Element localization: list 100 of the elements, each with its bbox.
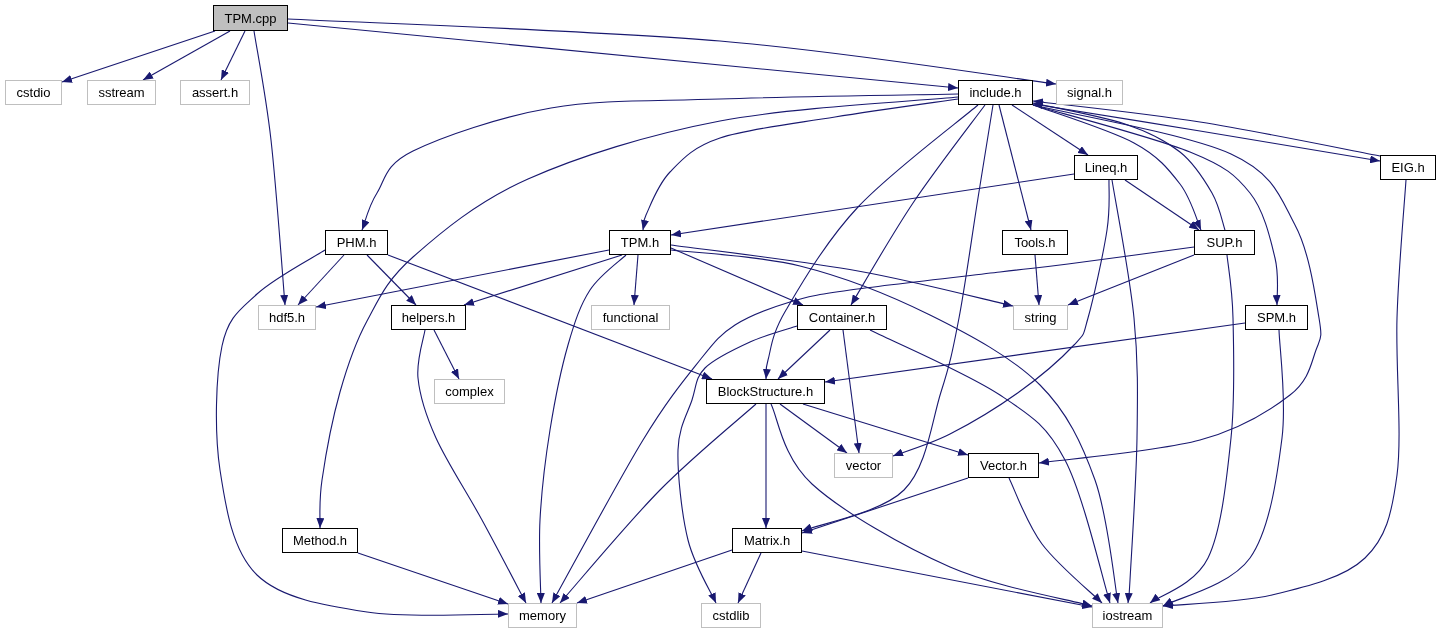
arrow bbox=[670, 173, 1075, 238]
file-name: TPM.h bbox=[620, 235, 660, 250]
file-name: SPM.h bbox=[1257, 310, 1296, 325]
arrow bbox=[762, 104, 979, 380]
system-header-box bbox=[87, 80, 156, 105]
arrow bbox=[551, 246, 1195, 604]
file-name: Tools.h bbox=[1014, 235, 1056, 250]
arrow bbox=[559, 403, 757, 604]
arrow bbox=[770, 403, 1093, 608]
arrow bbox=[1034, 254, 1043, 306]
file-name: BlockStructure.h bbox=[717, 384, 814, 399]
arrow bbox=[824, 322, 1246, 385]
file-name: Method.h bbox=[292, 533, 348, 548]
arrow bbox=[842, 329, 862, 454]
file-name: TPM.cpp bbox=[224, 10, 277, 26]
arrow bbox=[762, 403, 770, 529]
header-file-box bbox=[1380, 155, 1436, 180]
arrow bbox=[357, 552, 509, 605]
system-header-box bbox=[1092, 603, 1163, 628]
header-file-box bbox=[1194, 230, 1255, 255]
file-name: memory bbox=[519, 608, 566, 623]
file-name: sstream bbox=[98, 85, 145, 100]
file-name: PHM.h bbox=[336, 235, 377, 250]
arrow bbox=[677, 325, 798, 604]
arrow bbox=[315, 249, 610, 309]
arrow bbox=[670, 247, 804, 306]
header-file-box bbox=[958, 80, 1033, 105]
system-header-box bbox=[258, 305, 316, 330]
arrow bbox=[670, 249, 1121, 604]
arrow bbox=[1032, 104, 1322, 466]
arrow bbox=[366, 254, 417, 306]
header-file-box bbox=[797, 305, 887, 330]
arrow bbox=[1032, 103, 1381, 164]
arrow bbox=[1032, 98, 1381, 157]
header-file-box bbox=[391, 305, 466, 330]
file-name: Lineq.h bbox=[1084, 160, 1128, 175]
arrow bbox=[801, 104, 994, 532]
file-name: include.h bbox=[969, 85, 1022, 100]
header-file-box bbox=[732, 528, 802, 553]
system-header-box bbox=[508, 603, 577, 628]
file-name: Vector.h bbox=[980, 458, 1027, 473]
arrow bbox=[998, 104, 1033, 231]
arrow bbox=[802, 403, 969, 456]
file-name: EIG.h bbox=[1391, 160, 1425, 175]
arrow bbox=[220, 30, 246, 81]
arrow bbox=[779, 403, 848, 454]
file-name: hdf5.h bbox=[268, 310, 306, 325]
file-name: string bbox=[1024, 310, 1057, 325]
arrow bbox=[630, 254, 639, 306]
header-file-box bbox=[282, 528, 358, 553]
arrow bbox=[850, 104, 986, 306]
arrow bbox=[801, 477, 969, 534]
file-name: SUP.h bbox=[1206, 235, 1243, 250]
file-name: complex bbox=[445, 384, 494, 399]
arrow bbox=[316, 96, 959, 529]
file-name: signal.h bbox=[1067, 85, 1112, 100]
arrow bbox=[1162, 179, 1407, 610]
system-header-box bbox=[591, 305, 670, 330]
arrow bbox=[61, 30, 216, 83]
arrow bbox=[253, 30, 289, 306]
arrow bbox=[297, 254, 345, 306]
header-file-box bbox=[1074, 155, 1138, 180]
header-file-box bbox=[1245, 305, 1308, 330]
arrow bbox=[1149, 254, 1235, 604]
arrow bbox=[142, 30, 231, 81]
header-file-box bbox=[325, 230, 388, 255]
file-name: Container.h bbox=[808, 310, 876, 325]
source-file-box bbox=[213, 5, 288, 31]
arrow bbox=[869, 329, 1111, 604]
arrow bbox=[737, 552, 762, 604]
arrow bbox=[215, 249, 509, 619]
file-name: functional bbox=[602, 310, 659, 325]
file-name: vector bbox=[845, 458, 882, 473]
system-header-box bbox=[701, 603, 761, 628]
arrow bbox=[640, 98, 959, 231]
arrow bbox=[1067, 254, 1195, 306]
arrow bbox=[1111, 179, 1138, 604]
arrow bbox=[1124, 179, 1200, 231]
arrow bbox=[670, 244, 1014, 308]
header-file-box bbox=[706, 379, 825, 404]
arrow bbox=[892, 179, 1110, 457]
arrow bbox=[1011, 104, 1089, 156]
arrow bbox=[387, 254, 713, 380]
file-name: helpers.h bbox=[401, 310, 456, 325]
system-header-box bbox=[5, 80, 62, 105]
header-file-box bbox=[609, 230, 671, 255]
file-name: assert.h bbox=[191, 85, 239, 100]
arrow bbox=[536, 254, 627, 604]
arrow bbox=[287, 22, 959, 91]
file-name: cstdio bbox=[16, 85, 51, 100]
arrow bbox=[801, 550, 1093, 610]
arrow bbox=[1008, 477, 1103, 604]
system-header-box bbox=[834, 453, 893, 478]
file-name: Matrix.h bbox=[743, 533, 791, 548]
arrow bbox=[287, 18, 1057, 87]
system-header-box bbox=[1056, 80, 1123, 105]
file-name: iostream bbox=[1102, 608, 1153, 623]
system-header-box bbox=[180, 80, 250, 105]
arrow bbox=[433, 329, 460, 380]
header-file-box bbox=[968, 453, 1039, 478]
